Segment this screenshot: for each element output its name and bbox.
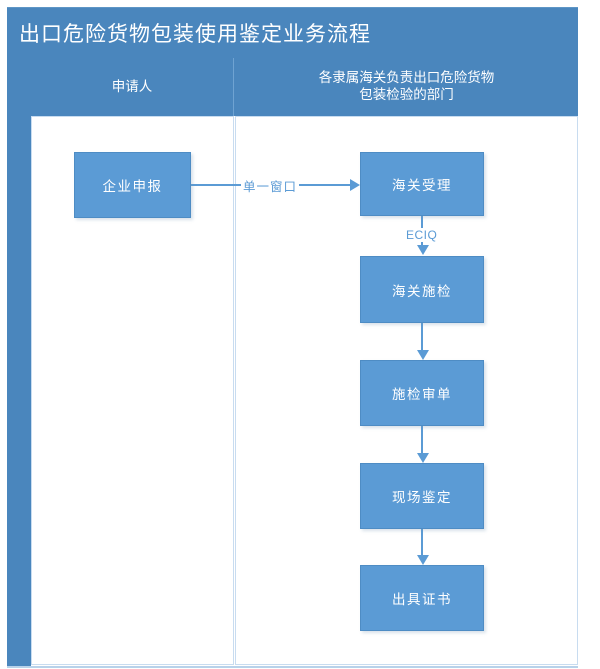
page-title: 出口危险货物包装使用鉴定业务流程 <box>19 22 371 46</box>
arrowhead-inspection-to-review <box>417 350 429 360</box>
node-customs-acceptance[interactable]: 海关受理 <box>360 152 484 216</box>
lane-header-customs-dept-line2: 包装检验的部门 <box>359 87 454 103</box>
title-band <box>7 7 578 58</box>
lane-header-customs-dept-line1: 各隶属海关负责出口危险货物 <box>318 70 495 86</box>
bottom-rule <box>7 666 578 668</box>
node-customs-acceptance-label: 海关受理 <box>392 178 452 194</box>
node-onsite-appraisal-label: 现场鉴定 <box>392 490 452 506</box>
arrowhead-review-to-appraisal <box>417 453 429 463</box>
node-customs-inspection[interactable]: 海关施检 <box>360 256 484 323</box>
node-inspection-review-label: 施检审单 <box>392 387 452 403</box>
lane-header-applicant-label: 申请人 <box>111 78 153 95</box>
swimlane-header-band <box>7 58 578 116</box>
node-issue-certificate[interactable]: 出具证书 <box>360 565 484 631</box>
node-enterprise-declaration[interactable]: 企业申报 <box>74 152 191 218</box>
node-inspection-review[interactable]: 施检审单 <box>360 360 484 426</box>
connector-review-to-appraisal <box>421 425 423 455</box>
lane-header-customs-dept: 各隶属海关负责出口危险货物 包装检验的部门 <box>235 58 578 116</box>
arrowhead-acceptance-to-inspection <box>417 245 429 255</box>
node-onsite-appraisal[interactable]: 现场鉴定 <box>360 463 484 529</box>
node-issue-certificate-label: 出具证书 <box>392 592 452 608</box>
node-enterprise-declaration-label: 企业申报 <box>102 179 163 195</box>
left-gutter-strip <box>7 58 31 668</box>
arrowhead-appraisal-to-certificate <box>417 555 429 565</box>
edge-label-single-window: 单一窗口 <box>241 176 300 195</box>
node-customs-inspection-label: 海关施检 <box>392 283 452 300</box>
edge-label-eciq: ECIQ <box>404 228 440 242</box>
arrowhead-enterprise-to-acceptance <box>350 179 360 191</box>
lane-header-applicant: 申请人 <box>31 58 234 116</box>
connector-inspection-to-review <box>421 323 423 352</box>
connector-appraisal-to-certificate <box>421 528 423 557</box>
lane-header-customs-dept-label: 各隶属海关负责出口危险货物 包装检验的部门 <box>319 70 495 104</box>
